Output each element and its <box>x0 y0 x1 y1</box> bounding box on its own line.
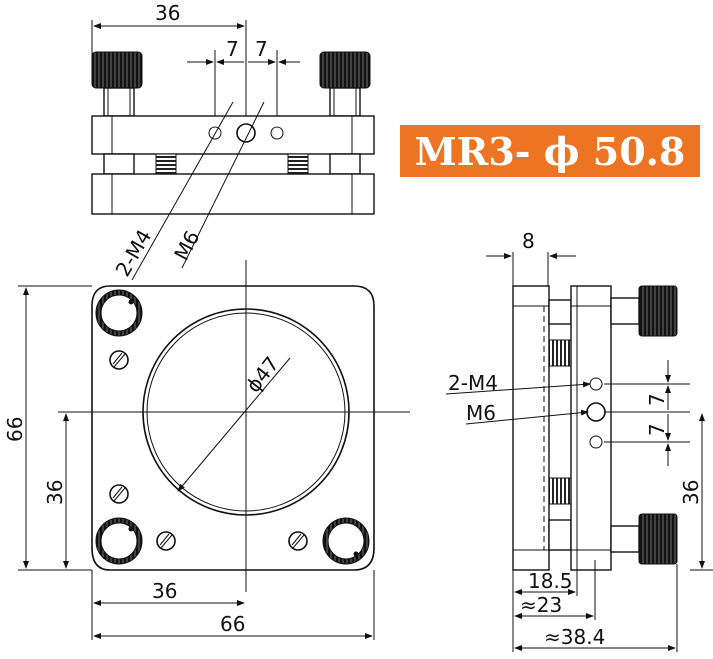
side-offset-1-dim: 7 <box>645 393 669 406</box>
model-title-badge: MR3- ϕ 50.8 <box>400 125 700 177</box>
top-tapped-holes-label: 2-M4 <box>111 225 157 280</box>
front-height-dim: 66 <box>3 417 27 442</box>
top-width-dim: 36 <box>155 1 180 25</box>
side-tapped-holes-label: 2-M4 <box>448 371 498 395</box>
front-width-dim: 66 <box>220 612 245 636</box>
side-offset-2-dim: 7 <box>645 423 669 436</box>
side-center-hole-label: M6 <box>466 401 496 425</box>
side-depth-1-dim: 18.5 <box>528 569 573 593</box>
front-half-width-dim: 36 <box>152 579 177 603</box>
front-view: ϕ47 66 36 36 <box>3 260 410 640</box>
side-view: 8 2-M4 M6 <box>445 229 713 652</box>
top-left-offset-dim: 7 <box>226 37 239 61</box>
side-plate-dim: 8 <box>522 229 535 253</box>
side-height-dim: 36 <box>679 480 703 505</box>
side-depth-2-dim: ≈23 <box>520 593 562 617</box>
top-right-offset-dim: 7 <box>255 37 268 61</box>
aperture-dim: ϕ47 <box>241 352 284 397</box>
front-half-height-dim: 36 <box>43 480 67 505</box>
side-depth-total-dim: ≈38.4 <box>544 625 605 649</box>
top-view: 36 7 7 <box>91 1 375 281</box>
